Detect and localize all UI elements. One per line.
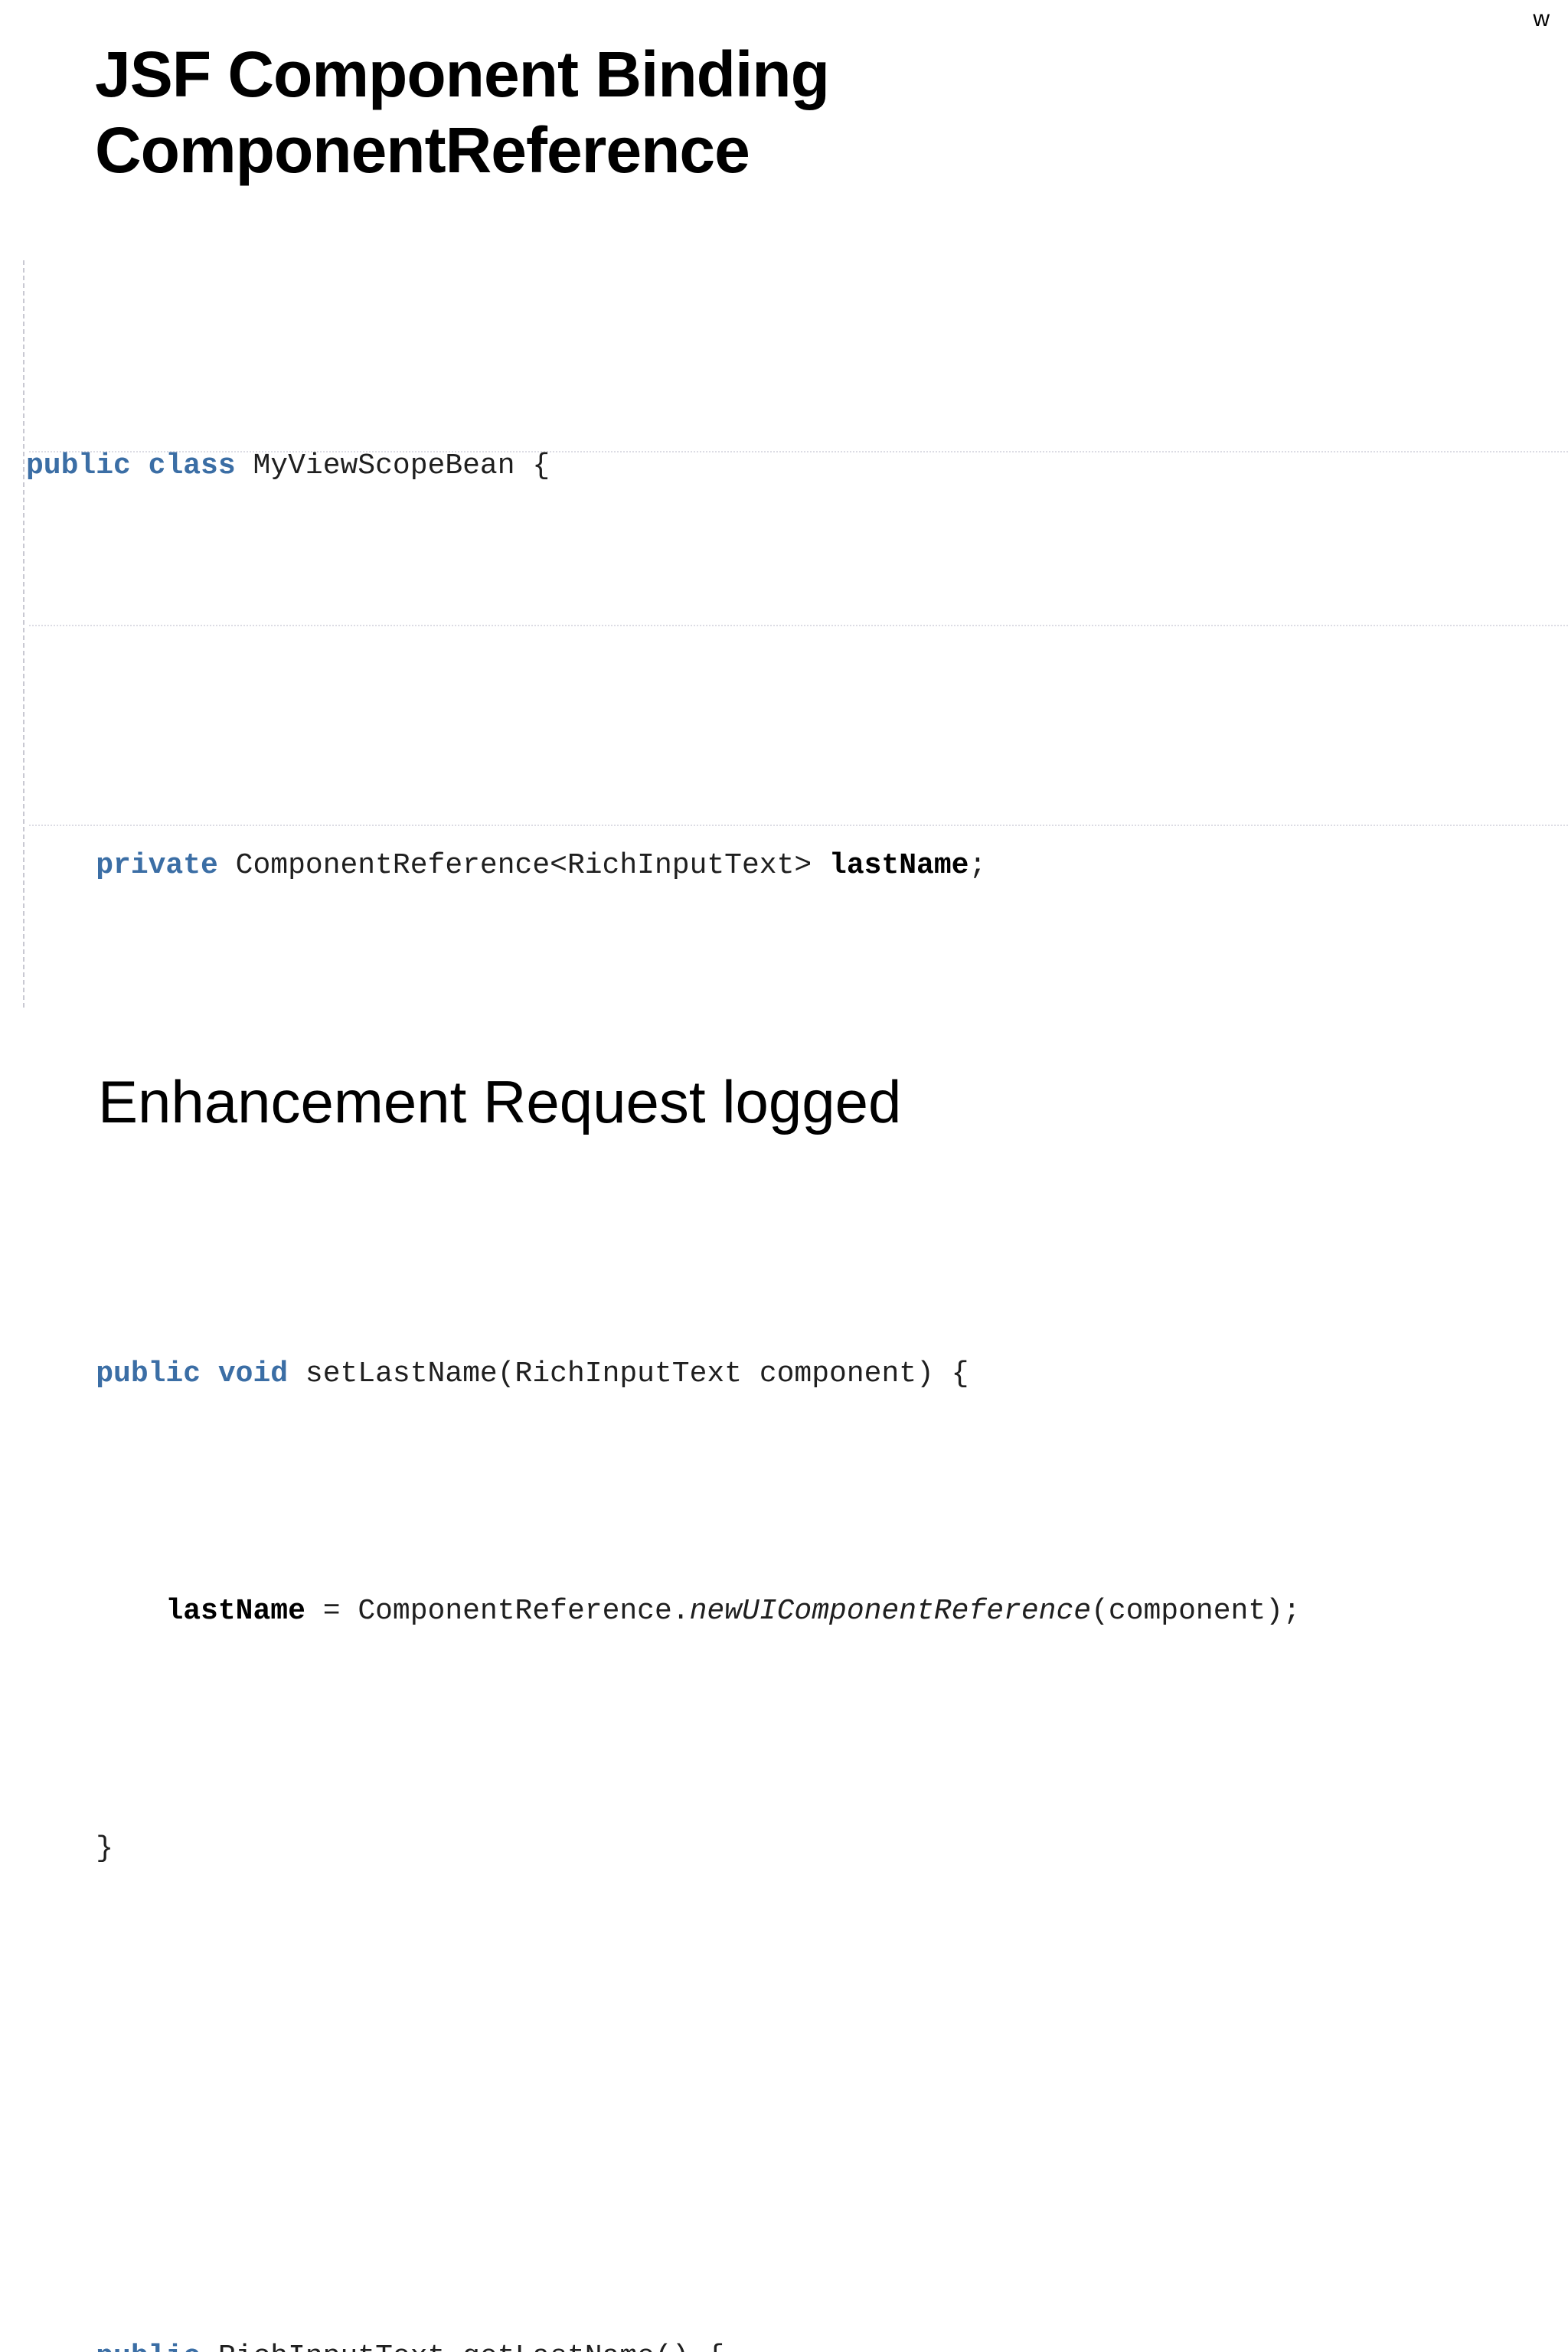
token-keyword-public: public <box>26 449 131 482</box>
token-param-name: component <box>759 1357 917 1390</box>
token-keyword-class: class <box>148 449 236 482</box>
token-method-name: setLastName <box>305 1357 498 1390</box>
token-call-args: (component); <box>1091 1595 1301 1628</box>
code-line-setter-close: } <box>0 1825 1568 1873</box>
token-brace-close: } <box>96 1832 114 1865</box>
token-space <box>934 1357 952 1390</box>
token-space <box>236 449 253 482</box>
token-static-method: newUIComponentReference <box>689 1595 1092 1628</box>
token-dot: . <box>671 1595 690 1628</box>
token-space <box>131 449 149 482</box>
token-keyword-private: private <box>96 849 218 882</box>
code-line-blank <box>0 1147 1568 1161</box>
token-paren-open: ( <box>497 1357 515 1390</box>
token-semicolon: ; <box>969 849 987 882</box>
token-method-name: getLastName <box>462 2341 655 2352</box>
code-fold-guide <box>23 260 24 1008</box>
code-line-blank <box>0 632 1568 652</box>
token-space <box>812 849 829 882</box>
token-keyword-public: public <box>96 1357 201 1390</box>
slide-corner-mark: w <box>1533 6 1550 31</box>
token-parens: () <box>655 2341 690 2352</box>
token-space <box>201 2341 218 2352</box>
code-line-field-decl: private ComponentReference<RichInputText… <box>0 842 1568 890</box>
token-indent <box>26 849 96 882</box>
token-space <box>515 449 533 482</box>
token-space <box>201 1357 218 1390</box>
token-space <box>218 849 236 882</box>
page-title-line-2: ComponentReference <box>95 114 750 187</box>
token-space <box>341 1595 358 1628</box>
token-indent <box>26 1595 165 1628</box>
token-space <box>742 1357 760 1390</box>
token-class-ref: ComponentReference <box>358 1595 672 1628</box>
page-title: JSF Component Binding ComponentReference <box>95 37 1442 188</box>
token-indent <box>26 1832 96 1865</box>
token-space <box>445 2341 462 2352</box>
token-indent <box>26 1357 96 1390</box>
code-line-setter-body: lastName = ComponentReference.newUICompo… <box>0 1588 1568 1635</box>
code-block: public class MyViewScopeBean { private C… <box>0 253 1568 2352</box>
token-return-type: RichInputText <box>218 2341 445 2352</box>
slide-footer-text: Enhancement Request logged <box>98 1068 902 1135</box>
token-param-type: RichInputText <box>514 1357 742 1390</box>
page-title-line-1: JSF Component Binding <box>95 38 830 110</box>
code-line-blank <box>0 2015 1568 2035</box>
token-space <box>305 1595 323 1628</box>
code-line-getter-signature: public RichInputText getLastName() { <box>0 2334 1568 2352</box>
token-space <box>288 1357 305 1390</box>
token-class-name: MyViewScopeBean <box>253 449 515 482</box>
code-line-blank <box>0 2130 1568 2144</box>
member-separator-2 <box>29 625 1568 626</box>
member-separator-1 <box>29 451 1568 452</box>
token-field-type: ComponentReference<RichInputText> <box>235 849 812 882</box>
code-line-setter-signature: public void setLastName(RichInputText co… <box>0 1351 1568 1398</box>
token-space <box>690 2341 707 2352</box>
token-indent <box>26 2341 96 2352</box>
code-line-class-decl: public class MyViewScopeBean { <box>0 443 1568 490</box>
member-separator-3 <box>29 825 1568 826</box>
token-brace-open: { <box>707 2341 724 2352</box>
token-keyword-public: public <box>96 2341 201 2352</box>
token-field-name: lastName <box>165 1595 305 1628</box>
token-keyword-void: void <box>217 1357 289 1390</box>
token-operator-assign: = <box>322 1595 341 1628</box>
token-field-name: lastName <box>829 849 969 882</box>
code-lines: public class MyViewScopeBean { private C… <box>0 253 1568 2352</box>
token-paren-close: ) <box>916 1357 934 1390</box>
token-brace-open: { <box>951 1357 969 1390</box>
code-line-blank <box>0 1032 1568 1052</box>
token-brace-open: { <box>532 449 550 482</box>
